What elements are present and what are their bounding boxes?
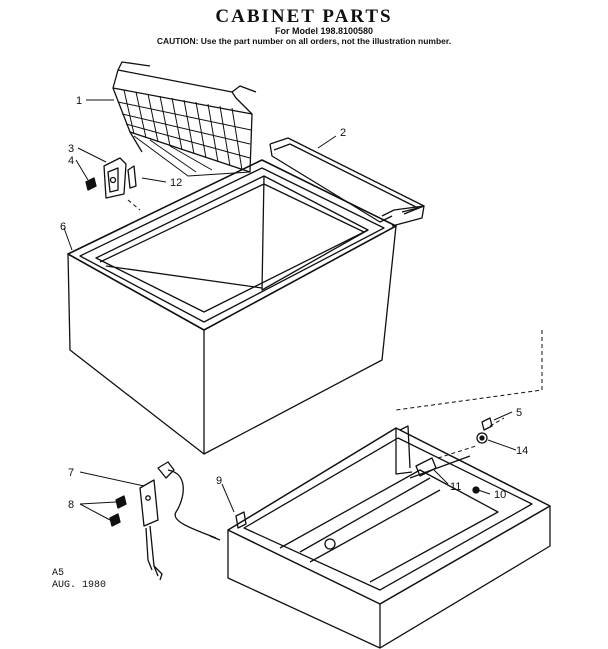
model-number: For Model 198.8100580 — [274, 26, 374, 36]
lid-gasket — [269, 137, 425, 227]
revision-code: A5 — [52, 568, 65, 579]
control-wiring — [109, 461, 221, 581]
hinge-assembly — [85, 157, 137, 199]
hidden-lines — [127, 199, 543, 459]
callout-14: 14 — [516, 445, 528, 457]
leader-lines — [63, 99, 517, 521]
revision-date: AUG. 1980 — [52, 580, 107, 591]
base-hardware — [472, 417, 493, 494]
callout-11: 11 — [450, 481, 461, 493]
callout-1: 1 — [76, 95, 82, 107]
callout-7: 7 — [68, 467, 74, 479]
cabinet-base — [227, 425, 551, 649]
callout-labels: 1 2 3 4 5 6 7 8 9 10 11 12 14 — [60, 95, 528, 511]
callout-6: 6 — [60, 221, 66, 233]
callout-5: 5 — [516, 407, 522, 419]
cabinet-body — [67, 159, 397, 455]
callout-10: 10 — [494, 489, 506, 501]
page-title: CABINET PARTS — [215, 6, 393, 27]
callout-2: 2 — [340, 127, 346, 139]
caution-note: CAUTION: Use the part number on all orde… — [156, 36, 452, 46]
callout-12: 12 — [170, 177, 182, 189]
callout-9: 9 — [216, 475, 222, 487]
callout-3: 3 — [68, 143, 74, 155]
callout-8: 8 — [68, 499, 74, 511]
callout-4: 4 — [68, 155, 74, 167]
wire-basket — [112, 61, 257, 177]
